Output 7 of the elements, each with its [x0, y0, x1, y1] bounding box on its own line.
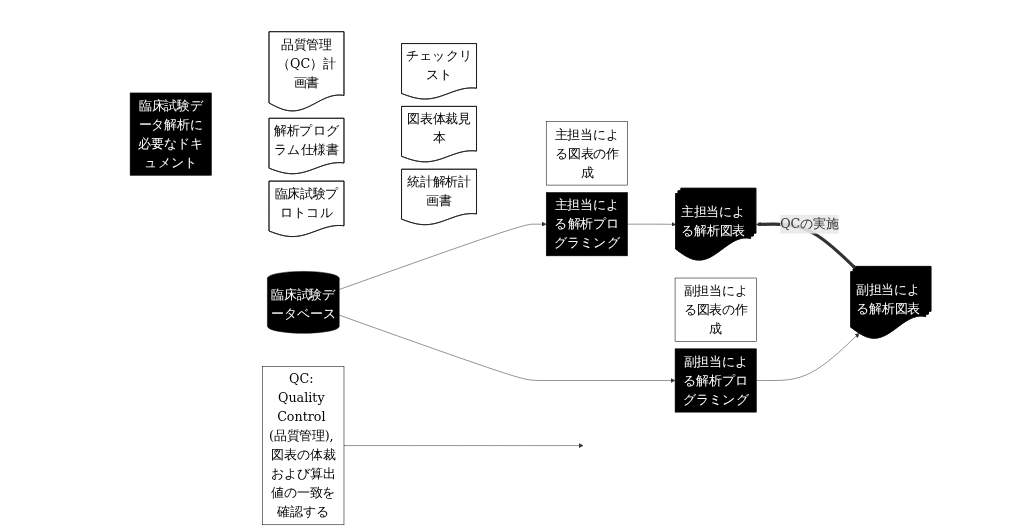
node-box: QC: Quality Control (品質管理), 図表の体裁および算出値の一致を確認する: [262, 366, 345, 526]
node-box: 臨床試験データ解析に必要なドキュメント: [129, 92, 212, 176]
node-box: 主担当による図表の作成: [545, 121, 628, 186]
node-box: 主担当による解析プログラミング: [545, 192, 628, 257]
edge-label: QCの実施: [780, 216, 839, 232]
node-box: 副担当による図表の作成: [674, 277, 757, 342]
node-box: 副担当による解析プログラミング: [674, 348, 757, 413]
